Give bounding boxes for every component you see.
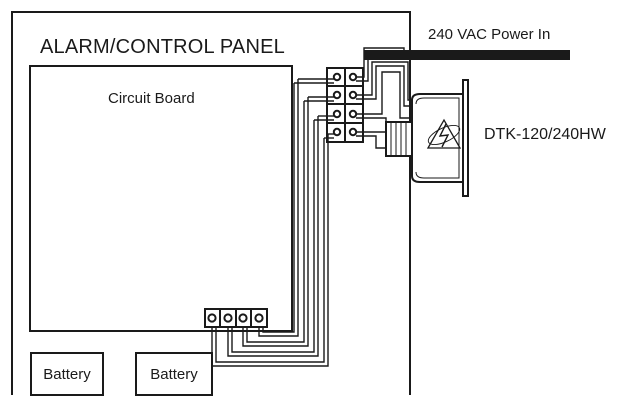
terminal-block <box>326 67 364 143</box>
panel-title: ALARM/CONTROL PANEL <box>40 36 285 58</box>
board-wires <box>211 78 334 367</box>
surge-protector-device <box>385 79 469 197</box>
device-model-label: DTK-120/240HW <box>484 126 606 143</box>
battery-2-label: Battery <box>150 365 198 383</box>
circuit-board <box>29 65 293 332</box>
circuit-board-label: Circuit Board <box>108 90 195 107</box>
panel-enclosure <box>11 11 411 395</box>
power-cable <box>364 50 570 60</box>
battery-2: Battery <box>135 352 213 396</box>
battery-1: Battery <box>30 352 104 396</box>
battery-1-label: Battery <box>43 365 91 383</box>
ditek-logo <box>426 118 462 149</box>
board-terminal-strip <box>204 308 268 328</box>
power-in-label: 240 VAC Power In <box>428 26 551 43</box>
